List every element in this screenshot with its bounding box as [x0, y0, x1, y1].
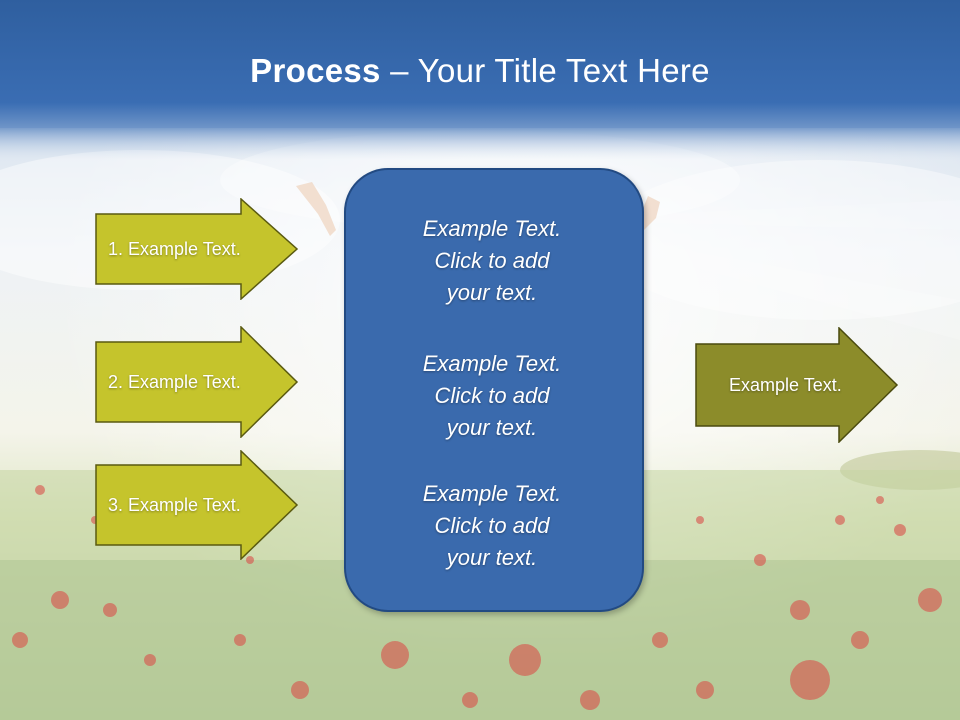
left-arrow-label: 3. Example Text.	[108, 494, 241, 515]
left-arrow-label: 1. Example Text.	[108, 238, 241, 259]
right-arrow[interactable]: Example Text.	[695, 326, 899, 444]
title-bold: Process	[250, 52, 381, 89]
left-arrow-2[interactable]: 2. Example Text.	[95, 325, 299, 439]
slide-title: Process – Your Title Text Here	[0, 52, 960, 90]
arrow-shape-icon	[95, 449, 299, 561]
left-arrow-1[interactable]: 1. Example Text.	[95, 197, 299, 301]
arrow-shape-icon	[95, 325, 299, 439]
center-content-box[interactable]	[344, 168, 644, 612]
arrow-shape-icon	[695, 326, 899, 444]
left-arrow-label: 2. Example Text.	[108, 371, 241, 392]
center-paragraph-1: Example Text. Click to add your text.	[422, 216, 562, 305]
right-arrow-label: Example Text.	[729, 374, 842, 395]
center-paragraph-2: Example Text. Click to add your text.	[422, 351, 562, 440]
title-rest: – Your Title Text Here	[380, 52, 710, 89]
left-arrow-3[interactable]: 3. Example Text.	[95, 449, 299, 561]
center-paragraph-3: Example Text. Click to add your text.	[422, 481, 562, 570]
arrow-shape-icon	[95, 197, 299, 301]
